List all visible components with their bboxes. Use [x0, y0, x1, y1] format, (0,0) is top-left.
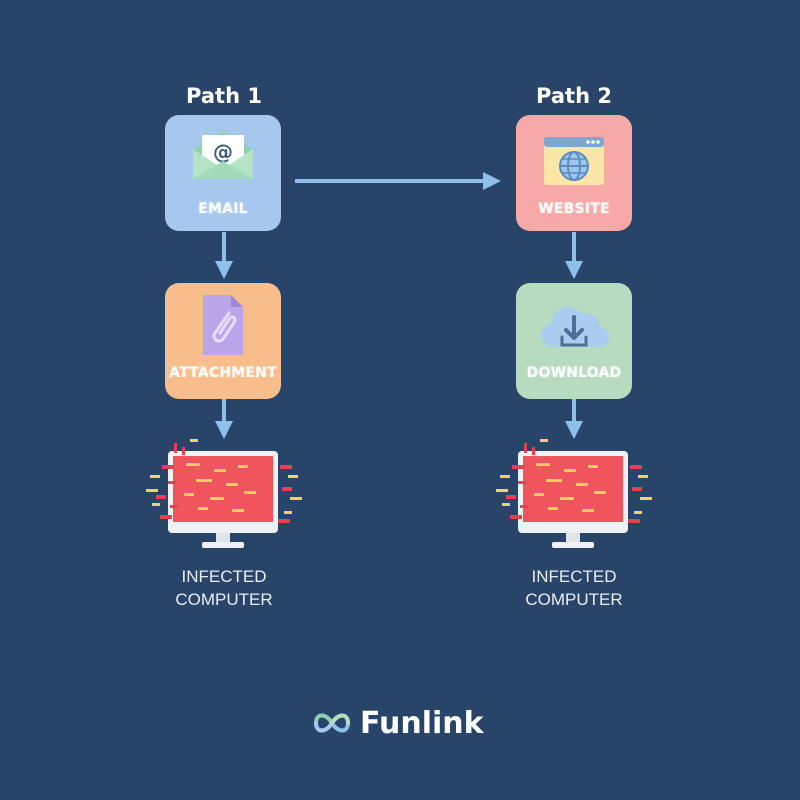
download-box: DOWNLOAD: [516, 283, 632, 399]
brand-name: Funlink: [360, 705, 484, 741]
path-1-title: Path 1: [186, 84, 262, 108]
download-label: DOWNLOAD: [526, 365, 622, 381]
infected-computer-icon: [146, 439, 302, 548]
brand-logo: Funlink: [312, 700, 484, 746]
envelope-icon: @: [193, 131, 253, 179]
infected-label-line2: COMPUTER: [175, 590, 273, 609]
infected-computer-label: INFECTED COMPUTER: [474, 565, 674, 611]
email-label: EMAIL: [198, 201, 248, 217]
infected-computer-icon: [496, 439, 652, 548]
svg-text:@: @: [213, 140, 233, 164]
attachment-label: ATTACHMENT: [169, 365, 277, 381]
infinity-logo-icon: [313, 713, 351, 733]
attachment-box: ATTACHMENT: [165, 283, 281, 399]
website-box: WEBSITE: [516, 115, 632, 231]
infected-label-line2: COMPUTER: [525, 590, 623, 609]
paperclip-document-icon: [203, 295, 243, 355]
cloud-download-icon: [540, 306, 610, 348]
path-2-title: Path 2: [536, 84, 612, 108]
infected-label-line1: INFECTED: [181, 567, 267, 586]
infected-computer-label: INFECTED COMPUTER: [124, 565, 324, 611]
infected-label-line1: INFECTED: [531, 567, 617, 586]
email-box: @ EMAIL: [165, 115, 281, 231]
website-label: WEBSITE: [538, 201, 610, 217]
browser-globe-icon: [544, 137, 604, 185]
